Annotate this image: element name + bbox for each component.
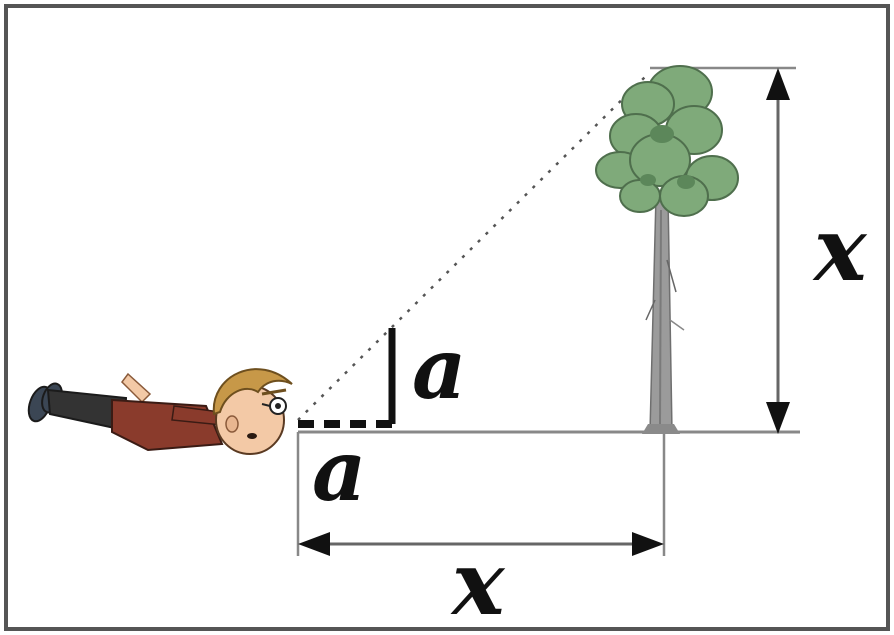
person-lying-icon	[27, 368, 293, 455]
dimension-vertical	[766, 68, 790, 434]
frame-border	[4, 4, 890, 631]
label-a-vertical: a	[412, 319, 466, 418]
label-x-vertical: x	[812, 197, 868, 301]
dimension-horizontal	[298, 532, 664, 556]
tree-icon	[595, 65, 739, 434]
set-square-icon	[298, 328, 396, 428]
label-x-horizontal: x	[450, 531, 506, 635]
label-a-horizontal: a	[312, 421, 366, 520]
sight-line	[297, 71, 651, 421]
